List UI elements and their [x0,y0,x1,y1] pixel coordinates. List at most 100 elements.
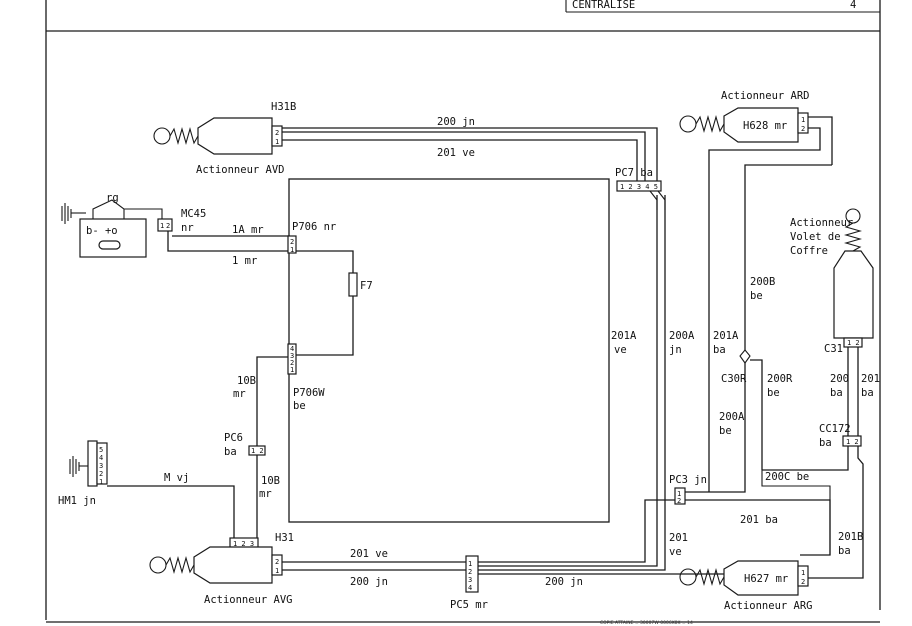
label-c30r: C30R [721,373,747,385]
code-c31: C31 [824,343,843,355]
svg-text:3: 3 [99,462,103,470]
label-hm1: HM1 jn [58,495,96,507]
connector-cc172 [842,435,862,447]
svg-text:4: 4 [468,584,472,592]
name-arg: Actionneur ARG [724,600,813,612]
svg-text:1 2 3 4 5: 1 2 3 4 5 [620,183,658,191]
svg-text:2: 2 [275,129,279,137]
connector-pc3 [674,487,686,505]
label-201a-color: ve [614,344,627,356]
svg-text:1: 1 [290,366,294,374]
splice-c30r [739,349,751,364]
svg-text:4: 4 [99,454,103,462]
label-201b-color: ba [838,545,851,557]
label-200b-color: be [750,290,763,302]
label-200a-b-code: 200A [719,411,745,423]
code-h31: H31 [275,532,294,544]
battery: b- +o rg [61,192,163,258]
spring-icon [165,555,195,575]
wire-200b [744,164,832,350]
wire-cc172-a [762,446,849,471]
spring-icon [695,114,725,134]
wire-mvj [107,485,235,538]
name-coffre-2: Volet de [790,231,841,243]
actuator-body-icon [197,117,273,155]
label-fuse: F7 [360,280,373,292]
svg-text:1 2: 1 2 [847,339,860,347]
name-coffre-1: Actionneur [790,217,853,229]
label-201ba: 201 ba [740,514,778,526]
label-201-top: 201 ve [437,147,475,159]
label-200-bottom-right: 200 jn [545,576,583,588]
label-1a: 1A mr [232,224,264,236]
svg-text:2: 2 [290,359,294,367]
name-ard: Actionneur ARD [721,90,810,102]
connector-p706 [287,235,297,254]
label-pc3: PC3 jn [669,474,707,486]
svg-text:1 2: 1 2 [251,447,264,455]
svg-text:3: 3 [290,352,294,360]
name-avd: Actionneur AVD [196,164,285,176]
wire-pc5-up-201a [478,195,658,567]
svg-text:2: 2 [677,497,681,505]
label-201a-b-color: ba [713,344,726,356]
wire-pc3-up [685,363,746,493]
code-ard: H628 mr [743,120,787,132]
code-cc172: CC172 [819,423,851,435]
label-1: 1 mr [232,255,257,267]
connector-pc7 [616,180,662,192]
wire-from-fuse [296,296,354,356]
code-h31b: H31B [271,101,296,113]
wire-ard-b [708,127,821,492]
svg-text:2: 2 [166,222,170,230]
fuse-icon [348,272,358,297]
actuator-body-icon [723,107,799,143]
actuator-body-icon [833,250,874,339]
svg-text:1 2: 1 2 [846,438,859,446]
svg-text:1: 1 [468,560,472,568]
label-200r-color: be [767,387,780,399]
title-block: CENTRALISE 4 [565,0,880,13]
wire-201b [808,446,864,579]
svg-text:1: 1 [275,567,279,575]
label-mvj: M vj [164,472,189,484]
svg-text:2: 2 [99,470,103,478]
label-pc7: PC7 ba [615,167,653,179]
label-201-pc3-code: 201 [669,532,688,544]
wire-top-outer [282,127,658,181]
label-pc5: PC5 mr [450,599,488,611]
label-200-r-color: ba [830,387,843,399]
label-10b2-code: 10B [261,475,280,487]
wire-200r [750,359,763,470]
wire-ard-a [808,116,833,165]
label-10b-code: 10B [237,375,256,387]
connector-p706w [287,343,297,375]
color-cc172: ba [819,437,832,449]
wire-to-fuse [296,250,354,273]
svg-text:2: 2 [801,125,805,133]
connector-h31b [271,125,283,147]
label-201-r-code: 201 [861,373,880,385]
svg-text:2: 2 [468,568,472,576]
label-200-r-code: 200 [830,373,849,385]
label-200a-color: jn [669,344,682,356]
wire-200-top [282,131,646,181]
actuator-ard: Actionneur ARD H628 mr 12 [679,90,810,143]
svg-text:1: 1 [275,138,279,146]
connector-h31 [271,554,283,576]
battery-terminals: b- +o [86,225,118,237]
label-200b-code: 200B [750,276,775,288]
footer-note: COPIE ATTAINE = 30007W 0006K8K = 14 [600,620,693,626]
spring-icon [843,222,863,252]
name-avg: Actionneur AVG [204,594,293,606]
label-200a-b-color: be [719,425,732,437]
color-pc6: ba [224,446,237,458]
label-200r-code: 200R [767,373,793,385]
connector-mc45 [157,218,173,232]
actuator-avg: 1 2 3 21 H31 Actionneur AVG [149,532,294,606]
svg-text:5: 5 [99,446,103,454]
svg-text:2: 2 [801,578,805,586]
svg-text:3: 3 [468,576,472,584]
